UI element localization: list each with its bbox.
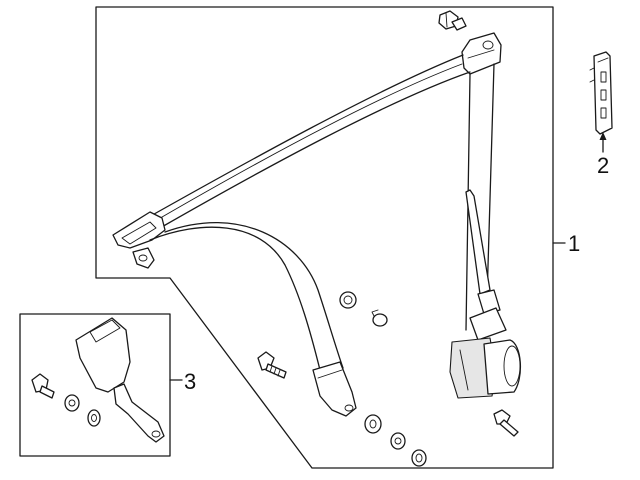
bolt-icon [438, 10, 467, 31]
shoulder-belt [139, 54, 464, 223]
callout-number-1: 1 [568, 231, 580, 256]
seat-belt-buckle-icon [75, 317, 165, 443]
bolt-icon [31, 373, 55, 399]
washer-icon [411, 449, 427, 467]
lap-belt-end-fitting [312, 361, 357, 417]
lap-belt [149, 226, 321, 371]
callout-arrow-2 [599, 132, 607, 153]
buckle-stalk [465, 189, 501, 315]
clip-icon [371, 309, 388, 327]
lower-anchor-plate [112, 211, 166, 269]
bolt-icon [257, 351, 287, 379]
belt-anchor-icon [461, 32, 502, 75]
washer-icon [87, 409, 101, 427]
washer-icon [364, 414, 382, 434]
callout-number-3: 3 [184, 369, 196, 394]
callout-number-2: 2 [597, 153, 609, 178]
bracket-icon [589, 51, 613, 135]
washer-icon [390, 432, 406, 450]
retractor-icon [449, 307, 521, 399]
bolt-icon [493, 409, 519, 437]
assembly-frame-1 [95, 6, 554, 469]
nut-icon [339, 291, 357, 309]
washer-icon [64, 394, 80, 412]
assembly-frame-3 [19, 313, 171, 457]
